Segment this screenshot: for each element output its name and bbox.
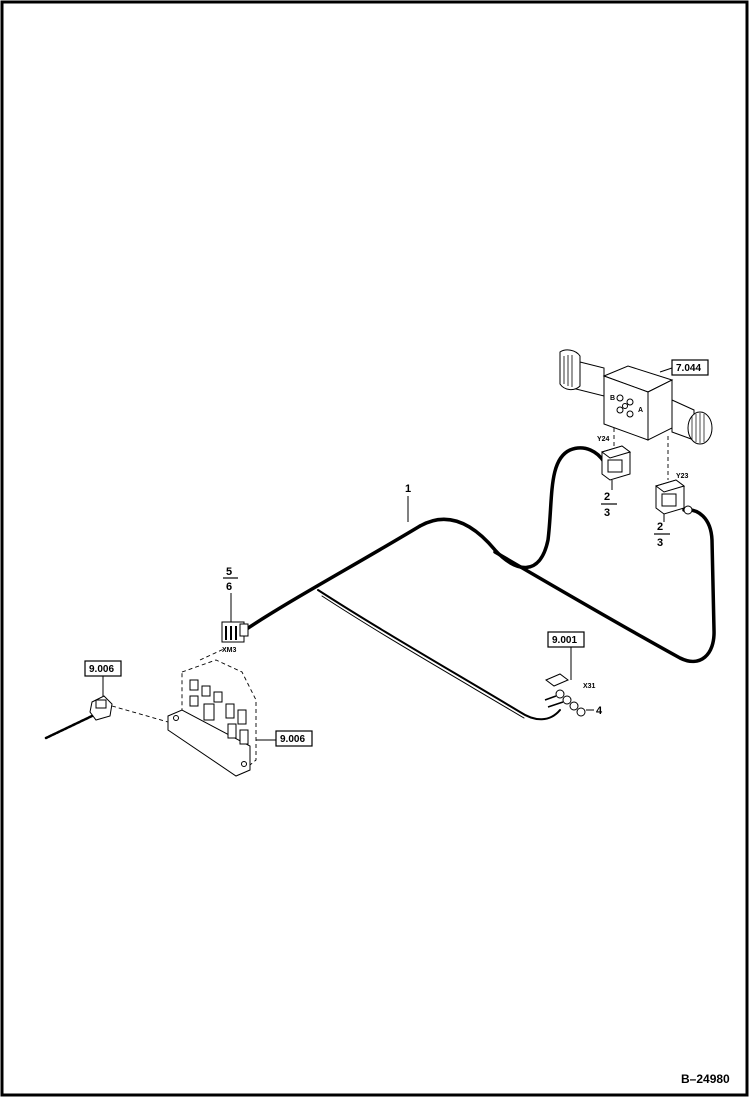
mounting-panel [167,659,257,777]
y24-plug [600,445,632,481]
drawing-number: B–24980 [681,1072,730,1086]
x31-connector [544,673,586,717]
x31-ref-box [547,631,585,648]
y23-label: Y23 [676,473,689,480]
xm3-connector [221,621,249,643]
xm3-label: XM3 [222,647,237,654]
harness-callout: 1 [405,483,411,495]
y24-callout-bottom: 3 [604,507,610,519]
switch-ref: 9.006 [89,664,114,675]
switch-ref-box [84,660,122,677]
switch-assembly [44,695,113,740]
panel-ref-box [275,730,313,747]
xm3-callout-bottom: 6 [226,581,232,593]
y24-callout-top: 2 [604,491,610,503]
xm3-callout-top: 5 [226,566,232,578]
valve-port-b: B [610,395,615,402]
x31-ref: 9.001 [552,635,577,646]
wire-harness [240,446,716,721]
y23-plug [654,479,693,515]
valve-port-a: A [638,407,643,414]
y24-label: Y24 [597,436,610,443]
valve-ref: 7.044 [676,363,701,374]
valve-ref-box [671,359,709,376]
panel-ref: 9.006 [280,734,305,745]
solenoid-valve [559,349,713,445]
x31-callout: 4 [596,705,603,717]
y23-callout-top: 2 [657,521,663,533]
y23-callout-bottom: 3 [657,537,663,549]
x31-label: X31 [583,683,596,690]
